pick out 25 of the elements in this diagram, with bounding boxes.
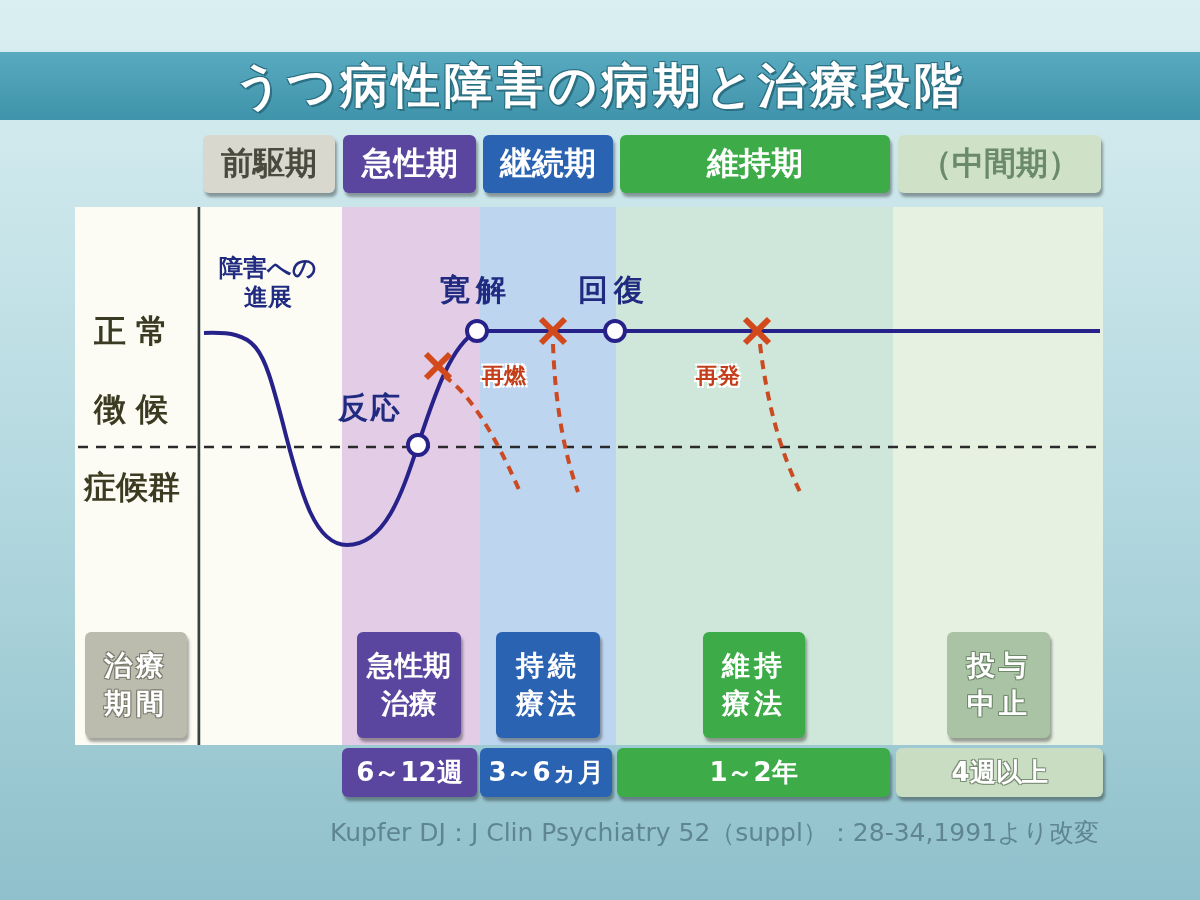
title: うつ病性障害の病期と治療段階 bbox=[234, 56, 966, 115]
point-label: 反応 bbox=[338, 390, 402, 426]
phase-tab: 前駆期 bbox=[203, 135, 335, 193]
phase-tab: 継続期 bbox=[483, 135, 613, 193]
axis-label: 症候群 bbox=[84, 468, 180, 507]
duration-bar: 1～2年 bbox=[617, 748, 890, 797]
event-label: 再燃 bbox=[482, 363, 526, 390]
phase-tab: 維持期 bbox=[620, 135, 890, 193]
duration-bar: 3～6ヵ月 bbox=[480, 748, 612, 797]
treatment-box: 治療期間 bbox=[85, 632, 187, 738]
phase-tab: （中間期） bbox=[898, 135, 1101, 193]
curve-label: 障害への進展 bbox=[218, 254, 318, 312]
phase-tab: 急性期 bbox=[343, 135, 476, 193]
treatment-box: 投与中止 bbox=[947, 632, 1050, 738]
event-label: 再発 bbox=[696, 363, 740, 390]
axis-label: 正常 bbox=[94, 312, 178, 351]
axis-label: 徴候 bbox=[94, 390, 178, 429]
duration-bar: 4週以上 bbox=[896, 748, 1103, 797]
treatment-box: 維持療法 bbox=[703, 632, 805, 738]
citation-text: Kupfer DJ：J Clin Psychiatry 52（suppl）：28-34,1991より改変 bbox=[330, 817, 1100, 849]
point-label: 回復 bbox=[578, 272, 650, 308]
treatment-box: 持続療法 bbox=[496, 632, 600, 738]
duration-bar: 6～12週 bbox=[342, 748, 477, 797]
treatment-box: 急性期治療 bbox=[357, 632, 461, 738]
point-label: 寛解 bbox=[440, 272, 512, 308]
